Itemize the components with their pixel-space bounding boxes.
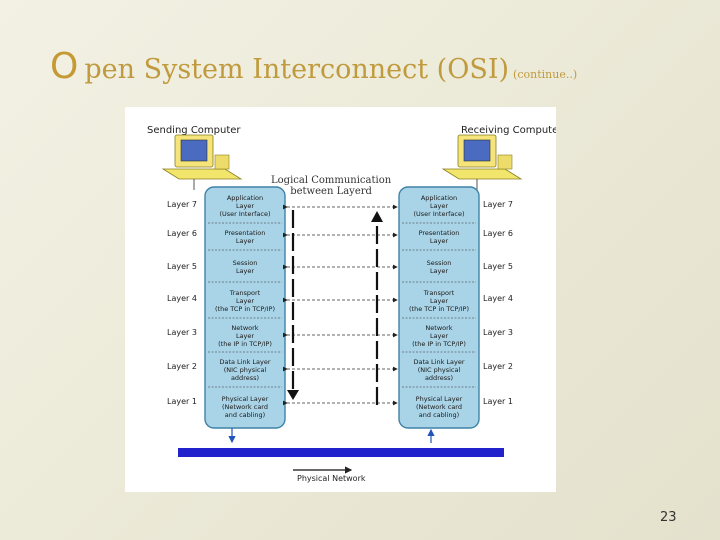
logical-communication-label: Logical Communication between Layerd [271,175,391,197]
send-datalink-layer: Data Link Layer (NIC physical address) [219,358,271,382]
send-transport-layer: Transport Layer (the TCP in TCP/IP) [215,288,275,313]
left-layer-label: Layer 5 [167,262,197,271]
recv-session-layer: Session Layer [426,258,452,275]
title-text: pen System Interconnect (OSI) [84,54,510,85]
send-network-layer: Network Layer (the IP in TCP/IP) [218,323,272,348]
diagram-graphics [161,134,523,474]
down-arrow-head [287,390,299,400]
logical-arrows [283,204,398,406]
layer-separators [208,222,476,388]
right-layer-label: Layer 7 [483,200,513,209]
right-layer-label: Layer 2 [483,362,513,371]
osi-diagram: Sending Computer Receiving Computer Logi… [125,107,556,492]
left-layer-label: Layer 3 [167,328,197,337]
recv-physical-layer: Physical Layer (Network card and cabling… [415,394,463,419]
left-layer-label: Layer 7 [167,200,197,209]
send-application-layer: Application Layer (User Interface) [219,194,271,218]
logical-label-line2: between Layerd [290,186,372,197]
sending-computer-label: Sending Computer [147,125,241,136]
recv-transport-layer: Transport Layer (the TCP in TCP/IP) [409,288,469,313]
send-physical-layer: Physical Layer (Network card and cabling… [221,394,269,419]
receiving-computer-icon [441,134,523,190]
left-layer-label: Layer 4 [167,294,197,303]
up-arrow-head [371,211,383,222]
logical-label-line1: Logical Communication [271,175,392,186]
right-layer-label: Layer 1 [483,397,513,406]
recv-network-layer: Network Layer (the IP in TCP/IP) [412,323,466,348]
right-layer-label: Layer 5 [483,262,513,271]
physical-network-bar [178,448,504,457]
right-layer-label: Layer 4 [483,294,513,303]
page-number: 23 [660,510,677,525]
sending-stack [204,186,286,429]
physical-network-label: Physical Network [297,474,366,483]
title-continued: (continue..) [513,68,578,81]
receiving-stack [398,186,480,429]
recv-application-layer: Application Layer (User Interface) [413,194,465,218]
vertical-flow-arrows [291,210,379,405]
receiving-computer-label: Receiving Computer [461,125,556,136]
send-session-layer: Session Layer [232,258,258,275]
right-layer-label: Layer 6 [483,229,513,238]
sending-computer-icon [161,134,243,190]
send-presentation-layer: Presentation Layer [224,229,266,245]
recv-presentation-layer: Presentation Layer [418,229,460,245]
left-layer-label: Layer 6 [167,229,197,238]
title-initial: O [50,46,79,87]
left-layer-label: Layer 1 [167,397,197,406]
left-layer-label: Layer 2 [167,362,197,371]
recv-datalink-layer: Data Link Layer (NIC physical address) [413,358,465,382]
right-layer-label: Layer 3 [483,328,513,337]
